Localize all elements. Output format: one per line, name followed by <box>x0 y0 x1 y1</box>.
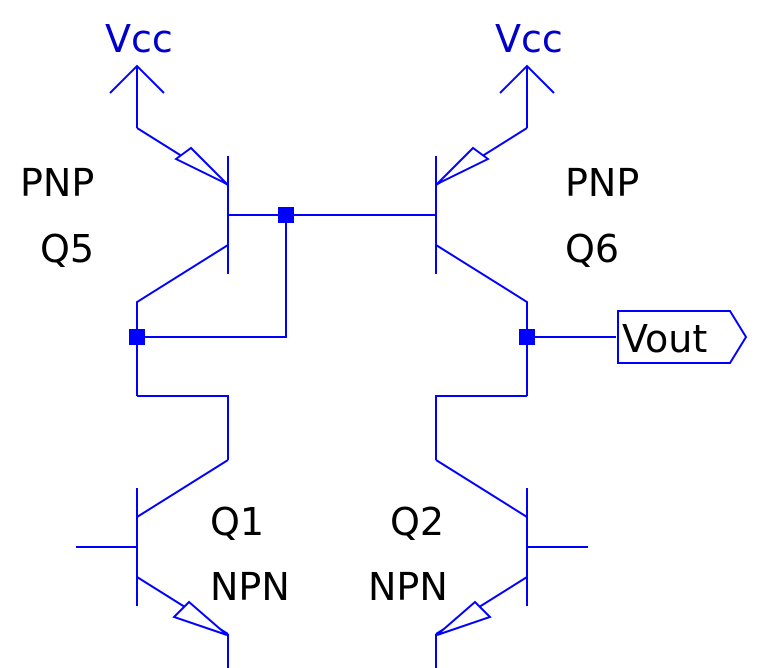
q2-collector-drop <box>435 395 527 460</box>
vcc-left-label: Vcc <box>105 17 173 61</box>
transistor-q2: Q2 NPN <box>368 395 588 668</box>
vcc-left-supply: Vcc <box>105 17 173 128</box>
q2-type-label: NPN <box>368 565 448 609</box>
transistor-q5: PNP Q5 <box>20 127 229 396</box>
output-net: Vout <box>519 310 748 364</box>
q2-collector-lead <box>435 459 528 518</box>
q1-collector-lead <box>136 459 229 518</box>
transistor-q6: PNP Q6 <box>435 127 639 396</box>
q6-emitter-arrow-icon <box>436 146 490 185</box>
vout-port-shape <box>617 310 748 364</box>
q5-type-label: PNP <box>20 161 94 205</box>
vcc-right-label: Vcc <box>495 17 563 61</box>
q2-name-label: Q2 <box>390 500 444 544</box>
mirror-base-net <box>129 207 436 345</box>
q1-type-label: NPN <box>210 565 290 609</box>
vcc-right-supply: Vcc <box>495 17 563 128</box>
q5-collector-lead <box>136 244 229 396</box>
base-junction-dot <box>278 207 294 223</box>
q6-collector-lead <box>435 244 528 396</box>
q5-emitter-arrow-icon <box>174 146 228 185</box>
left-node-junction-dot <box>129 329 145 345</box>
q1-collector-drop <box>137 395 229 460</box>
right-node-junction-dot <box>519 329 535 345</box>
q1-name-label: Q1 <box>210 500 264 544</box>
vout-port-label: Vout <box>622 317 707 361</box>
q5-name-label: Q5 <box>40 227 94 271</box>
q1-emitter-arrow-icon <box>172 600 228 636</box>
transistor-q1: Q1 NPN <box>76 395 290 668</box>
q6-name-label: Q6 <box>565 227 619 271</box>
diode-connection-wire <box>137 215 287 338</box>
q2-emitter-arrow-icon <box>436 600 492 636</box>
q6-type-label: PNP <box>565 161 639 205</box>
